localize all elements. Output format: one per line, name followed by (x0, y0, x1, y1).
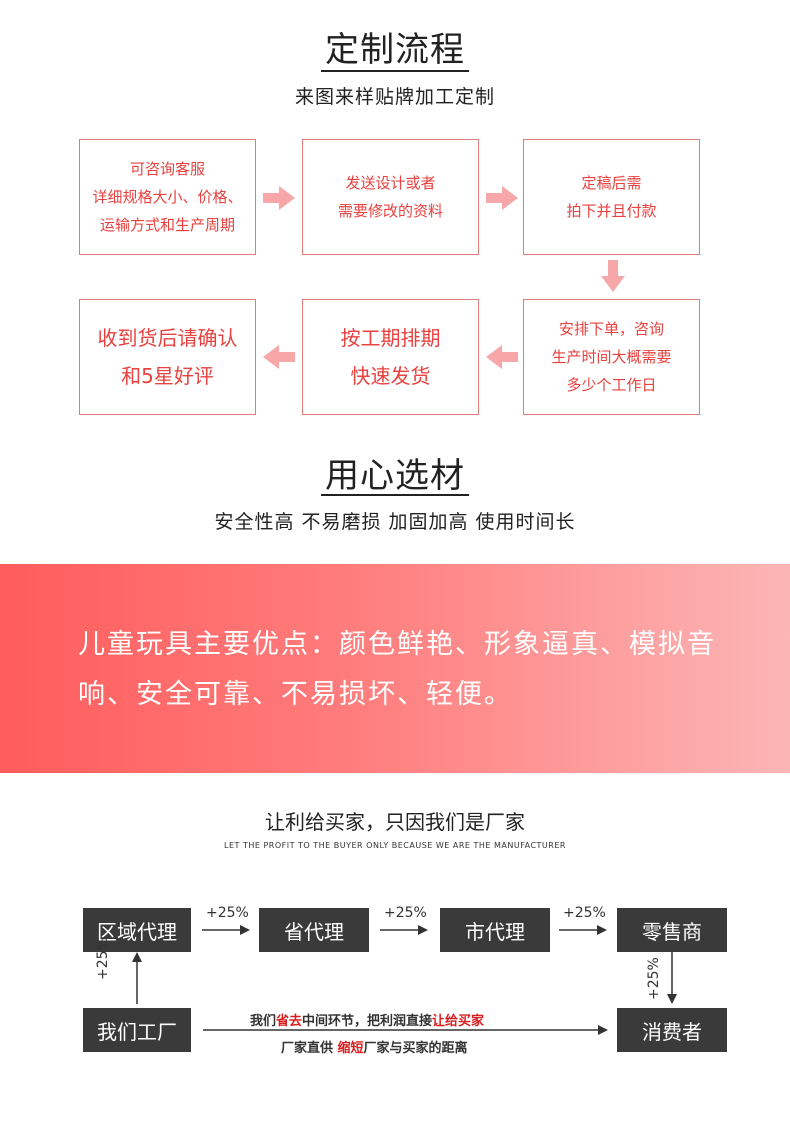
banner-line-2: 响、安全可靠、不易损坏、轻便。 (78, 679, 513, 710)
section-subtitle-profit: LET THE PROFIT TO THE BUYER ONLY BECAUSE… (224, 841, 566, 850)
banner-line-1: 儿童玩具主要优点：颜色鲜艳、形象逼真、模拟音 (78, 629, 716, 660)
process-step-2: 发送设计或者 需要修改的资料 (302, 139, 479, 255)
arrow-down-icon (601, 260, 625, 292)
markup-label-vertical: +25% (646, 957, 662, 1000)
process-step-1: 可咨询客服 详细规格大小、价格、 运输方式和生产周期 (79, 139, 256, 255)
arrow-right-long-icon (203, 1025, 608, 1035)
step-text: 和5星好评 (121, 364, 214, 388)
factory-box: 我们工厂 (83, 1008, 191, 1052)
step-text: 定稿后需 (581, 174, 642, 192)
step-text: 安排下单，咨询 (558, 320, 664, 338)
arrow-up-icon (132, 952, 142, 1004)
arrow-right-icon (559, 925, 607, 935)
section-subtitle-materials: 安全性高 不易磨损 加固加高 使用时间长 (214, 511, 576, 533)
note-text: 厂家与买家的距离 (363, 1041, 468, 1056)
arrow-right-icon (380, 925, 428, 935)
arrow-down-icon (667, 952, 677, 1004)
chain-regional-agent: 区域代理 (83, 908, 191, 952)
section-title-custom-process: 定制流程 (325, 30, 465, 70)
step-text: 生产时间大概需要 (551, 348, 672, 366)
advantages-banner (0, 564, 790, 773)
note-text: 厂家直供 (281, 1041, 338, 1056)
direct-note-line-1: 我们省去中间环节，把利润直接让给买家 (250, 1010, 484, 1029)
step-text: 快速发货 (350, 364, 431, 388)
arrow-left-icon (486, 345, 518, 369)
process-step-5: 按工期排期 快速发货 (302, 299, 479, 415)
note-highlight: 缩短 (337, 1041, 364, 1056)
step-text: 需要修改的资料 (337, 202, 443, 220)
arrow-right-icon (202, 925, 250, 935)
note-text: 中间环节，把利润直接 (302, 1014, 433, 1029)
chain-city-agent: 市代理 (440, 908, 550, 952)
step-text: 可咨询客服 (129, 160, 205, 178)
step-text: 运输方式和生产周期 (99, 216, 235, 234)
consumer-box: 消费者 (617, 1008, 727, 1052)
markup-label: +25% (563, 905, 606, 921)
title-underline (321, 494, 469, 496)
title-underline (321, 70, 469, 72)
section-subtitle-custom-process: 来图来样贴牌加工定制 (294, 86, 495, 108)
arrow-right-icon (263, 186, 295, 210)
note-highlight: 让给买家 (432, 1014, 485, 1029)
markup-label: +25% (384, 905, 427, 921)
arrow-left-icon (263, 345, 295, 369)
step-text: 详细规格大小、价格、 (92, 188, 243, 206)
markup-label: +25% (206, 905, 249, 921)
process-step-6: 收到货后请确认 和5星好评 (79, 299, 256, 415)
process-step-4: 安排下单，咨询 生产时间大概需要 多少个工作日 (523, 299, 700, 415)
step-text: 拍下并且付款 (566, 202, 657, 220)
direct-note-line-2: 厂家直供 缩短厂家与买家的距离 (281, 1037, 468, 1056)
chain-retailer: 零售商 (617, 908, 727, 952)
chain-provincial-agent: 省代理 (259, 908, 369, 952)
step-text: 收到货后请确认 (97, 326, 238, 350)
step-text: 按工期排期 (340, 326, 441, 350)
note-highlight: 省去 (276, 1014, 303, 1029)
note-text: 我们 (250, 1014, 277, 1029)
process-step-3: 定稿后需 拍下并且付款 (523, 139, 700, 255)
banner-text: 儿童玩具主要优点：颜色鲜艳、形象逼真、模拟音 响、安全可靠、不易损坏、轻便。 (78, 620, 748, 720)
markup-label-vertical: +25% (95, 937, 111, 980)
step-text: 多少个工作日 (566, 376, 657, 394)
section-title-profit: 让利给买家，只因我们是厂家 (265, 810, 525, 834)
arrow-right-icon (486, 186, 518, 210)
section-title-materials: 用心选材 (325, 456, 465, 496)
step-text: 发送设计或者 (345, 174, 436, 192)
